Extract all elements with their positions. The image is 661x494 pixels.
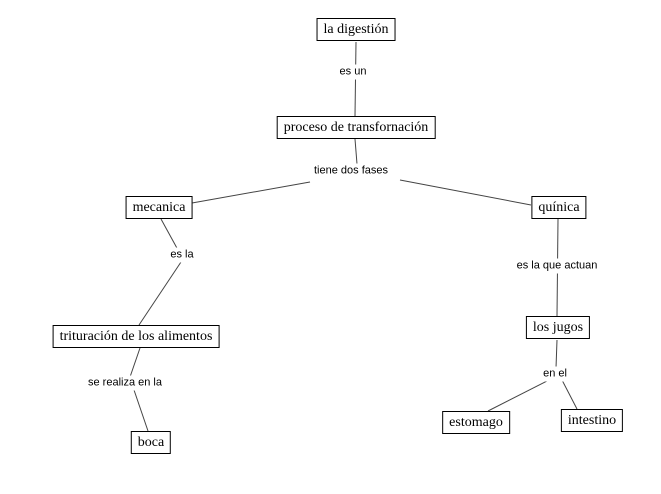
concept-node-los-jugos[interactable]: los jugos bbox=[525, 316, 591, 339]
concept-node-estomago[interactable]: estomago bbox=[442, 411, 510, 434]
edge-line-trituracion-realiza bbox=[129, 347, 141, 378]
concept-node-quinica[interactable]: quínica bbox=[531, 196, 587, 219]
link-label-tiene-dos-fases[interactable]: tiene dos fases bbox=[311, 163, 391, 179]
edge-line-enel-estomago bbox=[487, 379, 550, 412]
link-label-es-la-que-actuan[interactable]: es la que actuan bbox=[513, 258, 601, 274]
concept-node-la-digestion[interactable]: la digestión bbox=[316, 18, 396, 41]
link-label-es-un[interactable]: es un bbox=[336, 64, 370, 80]
concept-node-mecanica[interactable]: mecanica bbox=[125, 196, 193, 219]
edge-line-mecanica-esla bbox=[160, 218, 179, 251]
edge-line-jugos-enel bbox=[555, 339, 558, 369]
edge-line-label-mecanica bbox=[191, 181, 311, 204]
link-label-es-la[interactable]: es la bbox=[167, 247, 197, 263]
concept-node-intestino[interactable]: intestino bbox=[560, 409, 624, 432]
edge-line-esla-trituracion bbox=[138, 261, 182, 326]
edge-line-enel-intestino bbox=[561, 379, 578, 410]
link-label-se-realiza-en-la[interactable]: se realiza en la bbox=[85, 375, 165, 391]
edge-line-realiza-boca bbox=[133, 389, 149, 432]
concept-node-trituracion-de-los-alimentos[interactable]: trituración de los alimentos bbox=[52, 325, 220, 348]
edge-line-label-quinica bbox=[399, 179, 532, 206]
concept-node-proceso-de-transfornacion[interactable]: proceso de transfornación bbox=[276, 116, 436, 139]
concept-node-boca[interactable]: boca bbox=[130, 431, 172, 454]
link-label-en-el[interactable]: en el bbox=[540, 366, 570, 382]
edge-line-proceso-label bbox=[354, 138, 358, 165]
